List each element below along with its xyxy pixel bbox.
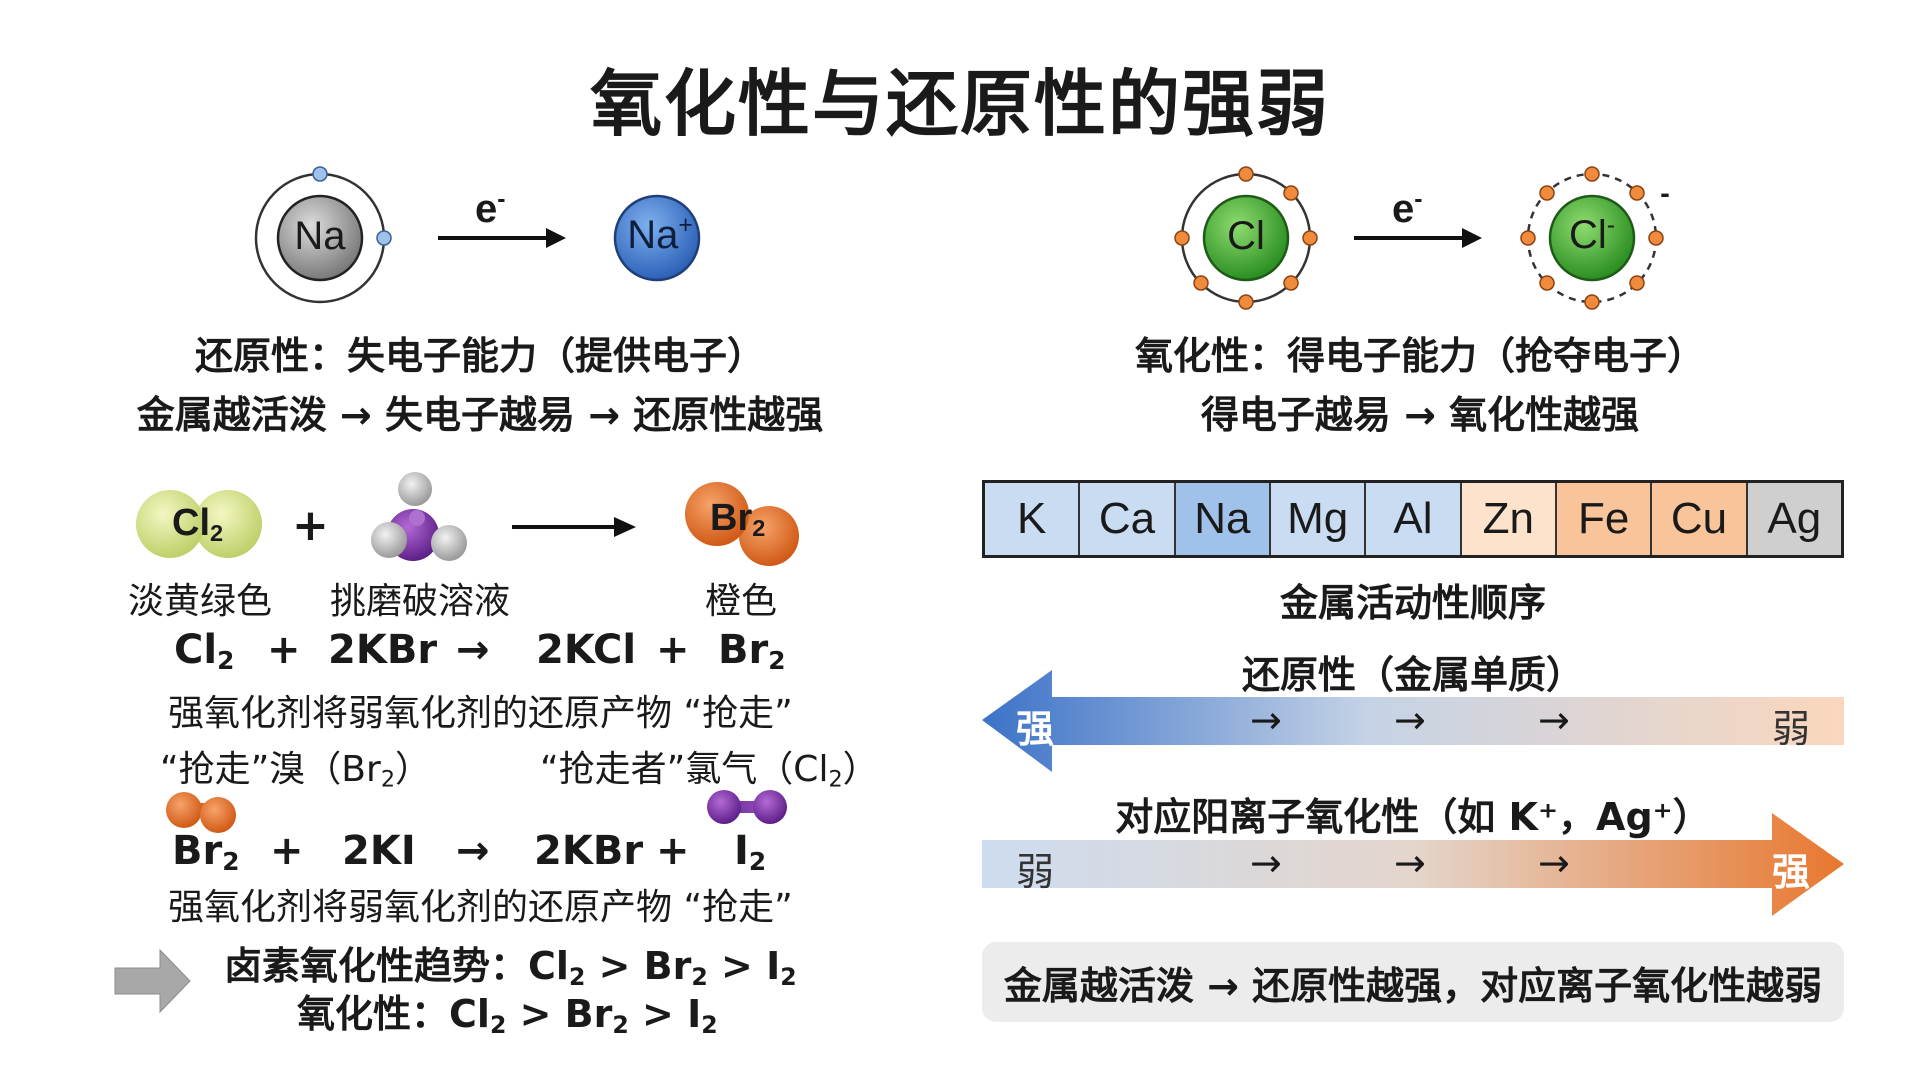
oxidizing-weak-label: 弱 <box>1016 850 1055 894</box>
eq2-reactant-1: Br2 <box>172 828 240 877</box>
cl2-molecule <box>136 490 262 558</box>
eq2-arrow: → <box>456 828 490 874</box>
reducing-step-arrow: → <box>1250 698 1282 742</box>
activity-series-label: 金属活动性顺序 <box>1279 581 1546 625</box>
br2-molecule <box>685 482 799 566</box>
eq1-product-1: 2KCl <box>536 627 637 673</box>
na-electron-label: e- <box>475 186 506 232</box>
cl2-sub: 2 <box>210 519 224 546</box>
eq1-product-2: Br2 <box>718 627 786 676</box>
metal-activity-series: K Ca Na Mg Al Zn Fe Cu Ag <box>982 480 1844 558</box>
oxidizing-strong-label: 强 <box>1772 850 1811 894</box>
oxidizing-step-arrow: → <box>1394 841 1426 885</box>
metal-cell: Mg <box>1270 483 1367 555</box>
kbr-solution-label: 挑磨破溶液 <box>330 581 511 622</box>
metal-cell: Al <box>1366 483 1462 555</box>
br2-sub: 2 <box>752 514 766 541</box>
na-atom <box>254 166 392 304</box>
metal-cell: Zn <box>1461 483 1557 555</box>
eq1-plus-1: + <box>267 627 301 673</box>
reducing-arrow-title: 还原性（金属单质） <box>1241 653 1584 697</box>
cl2-color-label: 淡黄绿色 <box>128 581 273 622</box>
oxidizing-arrow-title: 对应阳离子氧化性（如 K⁺，Ag⁺） <box>1115 795 1711 839</box>
metal-cell: Cu <box>1652 483 1748 555</box>
plus-sign: + <box>292 500 329 551</box>
br2-molecule-label: Br2 <box>710 497 765 542</box>
page-title: 氧化性与还原性的强弱 <box>589 62 1330 146</box>
na-ion-charge: + <box>678 212 693 239</box>
reaction-2-note: 强氧化剂将弱氧化剂的还原产物 “抢走” <box>168 887 793 928</box>
halogen-trend: 卤素氧化性趋势：Cl2 > Br2 > I2 <box>224 944 797 991</box>
na-ion <box>613 194 701 282</box>
halogen-oxidizing-order: 氧化性：Cl2 > Br2 > I2 <box>297 992 718 1039</box>
equation-2: Br2 + 2KI → 2KBr + I2 <box>0 828 900 878</box>
oxidizing-step-arrow: → <box>1538 841 1570 885</box>
metal-cell: K <box>985 483 1081 555</box>
reducing-strong-label: 强 <box>1016 707 1055 751</box>
na-ion-label: Na+ <box>610 212 710 258</box>
reducing-step-arrow: → <box>1538 698 1570 742</box>
oxidation-caption: 氧化性：得电子能力（抢夺电子） <box>1134 334 1705 378</box>
conclusion-arrow-icon <box>114 948 191 1014</box>
na-electron-arrow <box>438 228 566 248</box>
na-atom-label: Na <box>294 214 346 258</box>
oxidizing-step-arrow: → <box>1250 841 1282 885</box>
na-electron-base: e <box>475 186 498 231</box>
na-ion-base: Na <box>627 212 679 257</box>
reaction-arrow <box>512 517 636 537</box>
br2-color-label: 橙色 <box>705 581 778 622</box>
metal-cell: Fe <box>1556 483 1653 555</box>
cl-atom-label: Cl <box>1227 214 1265 258</box>
cl-ion <box>1520 166 1664 310</box>
reaction-1-note: 强氧化剂将弱氧化剂的还原产物 “抢走” <box>168 693 793 734</box>
eq2-product-2: I2 <box>734 828 767 877</box>
cl-electron-base: e <box>1392 186 1415 231</box>
summary-text: 金属越活泼 → 还原性越强，对应离子氧化性越弱 <box>1003 963 1823 1008</box>
cl-ion-charge: - <box>1606 212 1616 239</box>
cl2-molecule-label: Cl2 <box>172 502 223 547</box>
metal-cell: Ag <box>1747 483 1841 555</box>
cl-ion-outer-charge: - <box>1660 180 1670 208</box>
summary-box: 金属越活泼 → 还原性越强，对应离子氧化性越弱 <box>982 942 1844 1022</box>
small-br2-molecule <box>166 792 236 833</box>
oxidizing-gradient-arrow <box>982 813 1844 916</box>
metal-cell: Na <box>1175 483 1271 555</box>
taken-bromine-label: “抢走”溴（Br2） <box>160 749 432 793</box>
metal-cell: Ca <box>1080 483 1176 555</box>
cl-electron-charge: - <box>1414 186 1423 213</box>
reducing-weak-label: 弱 <box>1772 707 1811 751</box>
eq1-arrow: → <box>456 627 490 673</box>
reduction-trend: 金属越活泼 → 失电子越易 → 还原性越强 <box>136 393 824 437</box>
reducing-gradient-arrow <box>982 670 1844 772</box>
reducing-step-arrow: → <box>1394 698 1426 742</box>
taker-chlorine-label: “抢走者”氯气（Cl2） <box>540 749 879 793</box>
eq2-product-1: 2KBr <box>534 828 644 874</box>
kbr-molecule <box>371 472 467 561</box>
eq2-plus-1: + <box>270 828 304 874</box>
eq1-reactant-2: 2KBr <box>328 627 438 673</box>
cl2-base: Cl <box>172 502 210 544</box>
small-i2-molecule <box>707 790 787 824</box>
br2-base: Br <box>710 497 753 539</box>
eq2-reactant-2: 2KI <box>342 828 416 874</box>
reduction-caption: 还原性：失电子能力（提供电子） <box>194 334 765 378</box>
eq2-plus-2: + <box>656 828 690 874</box>
equation-1: Cl2 + 2KBr → 2KCl + Br2 <box>0 627 900 677</box>
eq1-reactant-1: Cl2 <box>174 627 235 676</box>
eq1-plus-2: + <box>656 627 690 673</box>
cl-electron-arrow <box>1354 228 1482 248</box>
cl-electron-label: e- <box>1392 186 1423 232</box>
cl-ion-base: Cl <box>1568 212 1607 257</box>
cl-atom <box>1174 166 1318 310</box>
cl-ion-label: Cl- <box>1542 212 1642 258</box>
na-electron-charge: - <box>497 186 506 213</box>
oxidation-trend: 得电子越易 → 氧化性越强 <box>1200 393 1640 437</box>
